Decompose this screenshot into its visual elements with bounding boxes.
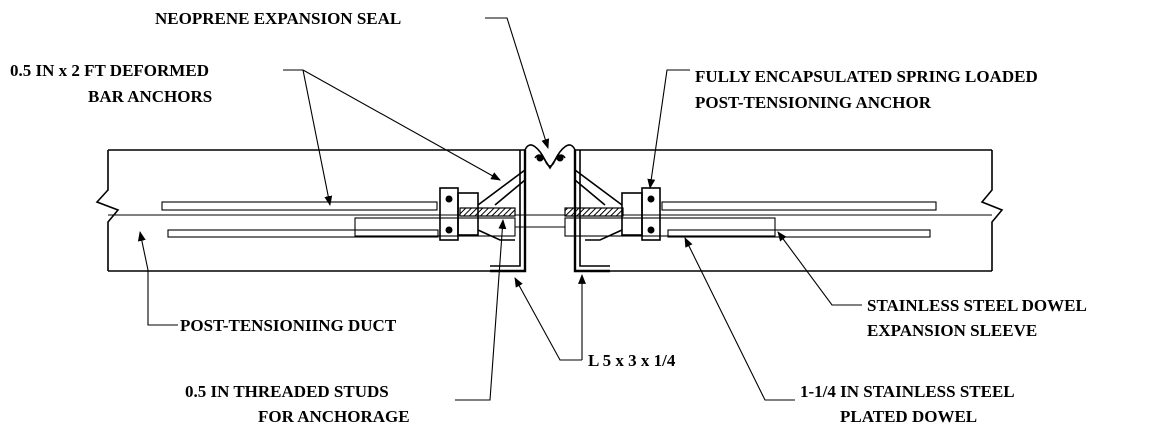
- label-studs-line2: FOR ANCHORAGE: [258, 407, 410, 426]
- right-slab: [575, 149, 1004, 272]
- label-studs-line1: 0.5 IN THREADED STUDS: [185, 382, 389, 401]
- label-pt-duct: POST-TENSIONIING DUCT: [180, 316, 397, 335]
- label-pt-anchor-line2: POST-TENSIONING ANCHOR: [695, 93, 932, 112]
- label-bar-anchors-line1: 0.5 IN x 2 FT DEFORMED: [10, 61, 209, 80]
- stainless-dowel: [354, 217, 776, 237]
- post-tensioning-duct: [161, 201, 937, 238]
- neoprene-seal: [524, 144, 576, 170]
- label-sleeve-line1: STAINLESS STEEL DOWEL: [867, 296, 1087, 315]
- label-steel-angle: L 5 x 3 x 1/4: [588, 351, 676, 370]
- left-anchor-assembly: [439, 168, 526, 241]
- callout-labels: NEOPRENE EXPANSION SEAL 0.5 IN x 2 FT DE…: [10, 9, 1087, 426]
- label-bar-anchors-line2: BAR ANCHORS: [88, 87, 212, 106]
- label-sleeve-line2: EXPANSION SLEEVE: [867, 321, 1037, 340]
- threaded-studs: [459, 207, 624, 217]
- label-dowel-line1: 1-1/4 IN STAINLESS STEEL: [800, 382, 1015, 401]
- label-neoprene: NEOPRENE EXPANSION SEAL: [155, 9, 401, 28]
- label-pt-anchor-line1: FULLY ENCAPSULATED SPRING LOADED: [695, 67, 1038, 86]
- label-dowel-line2: PLATED DOWEL: [840, 407, 977, 426]
- right-anchor-assembly: [574, 168, 661, 241]
- left-slab: [95, 149, 525, 272]
- leader-lines: [137, 17, 862, 401]
- right-steel-angle: [573, 150, 610, 273]
